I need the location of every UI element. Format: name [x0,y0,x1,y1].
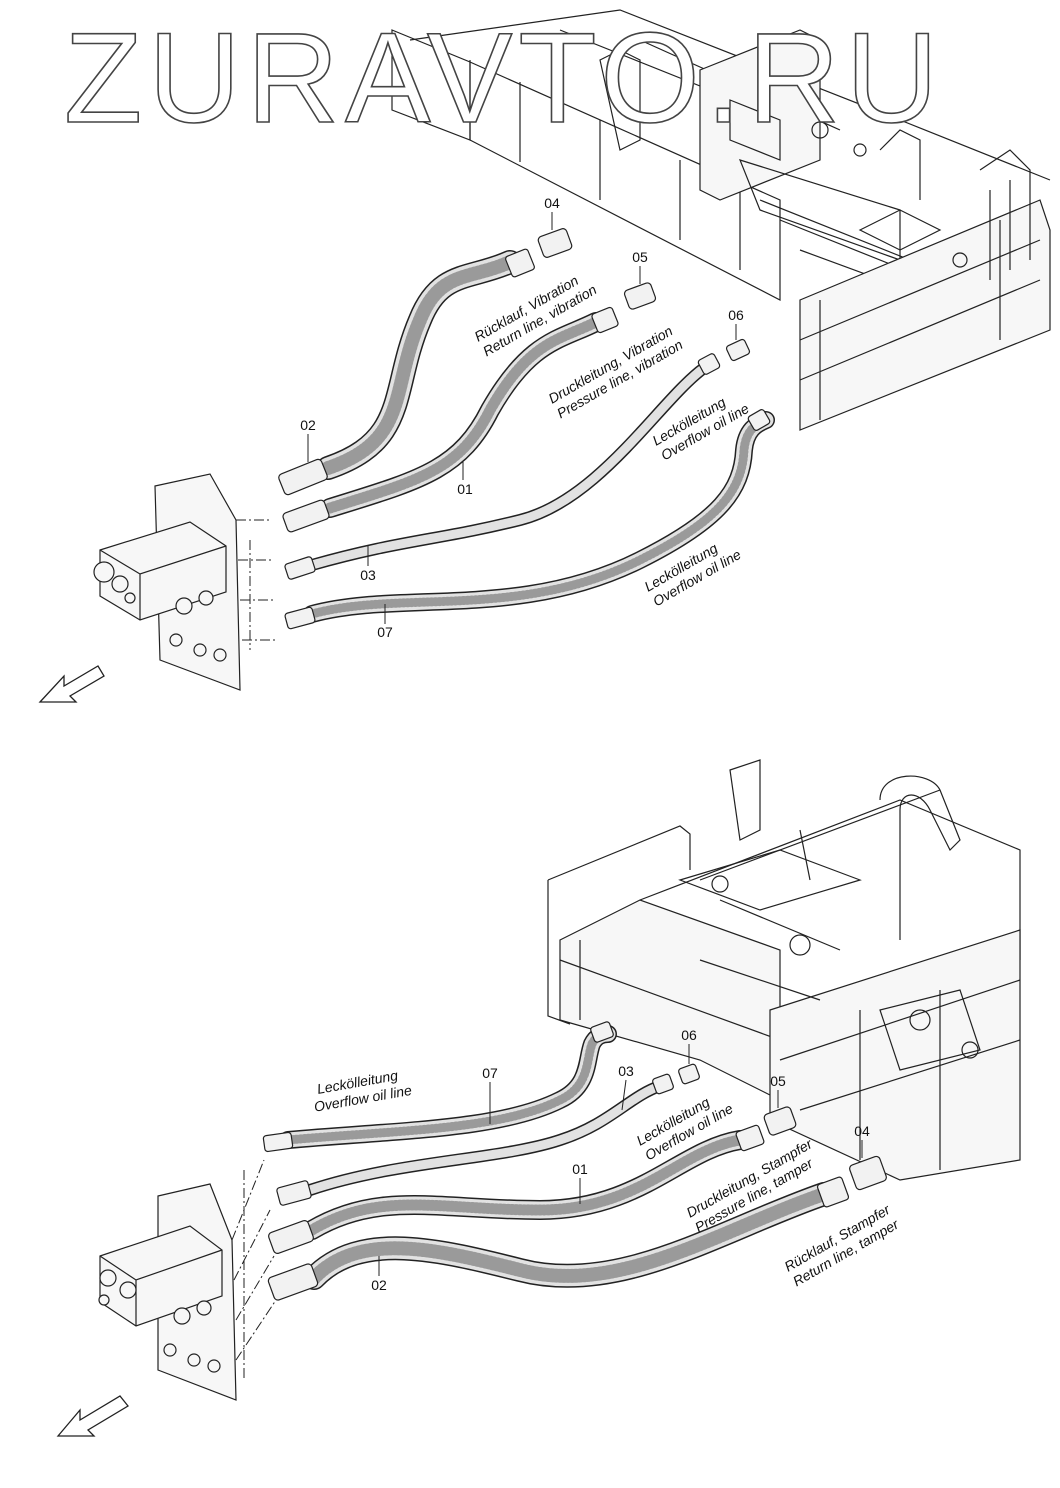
bottom-part-07: 07 [482,1065,498,1081]
bottom-part-03: 03 [618,1063,634,1079]
top-part-05: 05 [632,249,648,265]
bottom-hose-01 [268,1124,765,1254]
top-fitting-04 [537,212,573,258]
top-hose-07 [284,409,775,630]
bottom-hose-07 [262,1021,617,1153]
top-hose-02 [278,248,535,496]
top-hose-01 [282,306,619,533]
bottom-valve-block [98,1159,277,1401]
top-part-06: 06 [728,307,744,323]
bottom-screed-frame [547,759,1021,1181]
top-part-03: 03 [360,567,376,583]
top-part-07: 07 [377,624,393,640]
bottom-hose-02 [267,1176,850,1301]
top-fitting-06 [725,324,751,362]
bottom-hose-03 [276,1073,674,1206]
top-part-02: 02 [300,417,316,433]
bottom-fitting-05 [763,1090,797,1136]
bottom-fitting-06 [678,1044,700,1085]
bottom-part-05: 05 [770,1073,786,1089]
top-part-04: 04 [544,195,560,211]
bottom-part-06: 06 [681,1027,697,1043]
top-part-01: 01 [457,481,473,497]
bottom-direction-arrow [56,1395,129,1437]
top-fitting-05 [623,266,657,310]
watermark: ZURAVTO.RU [64,7,944,150]
top-valve-block [93,473,278,691]
bottom-fitting-04 [849,1140,887,1191]
top-hose-03 [284,353,721,580]
top-screed-frame [391,9,1051,431]
bottom-part-02: 02 [371,1277,387,1293]
bottom-part-04: 04 [854,1123,870,1139]
bottom-part-01: 01 [572,1161,588,1177]
bottom-view: 07 03 06 05 04 01 02 Leckölleitung Overf… [56,759,1021,1437]
top-direction-arrow [38,665,105,703]
